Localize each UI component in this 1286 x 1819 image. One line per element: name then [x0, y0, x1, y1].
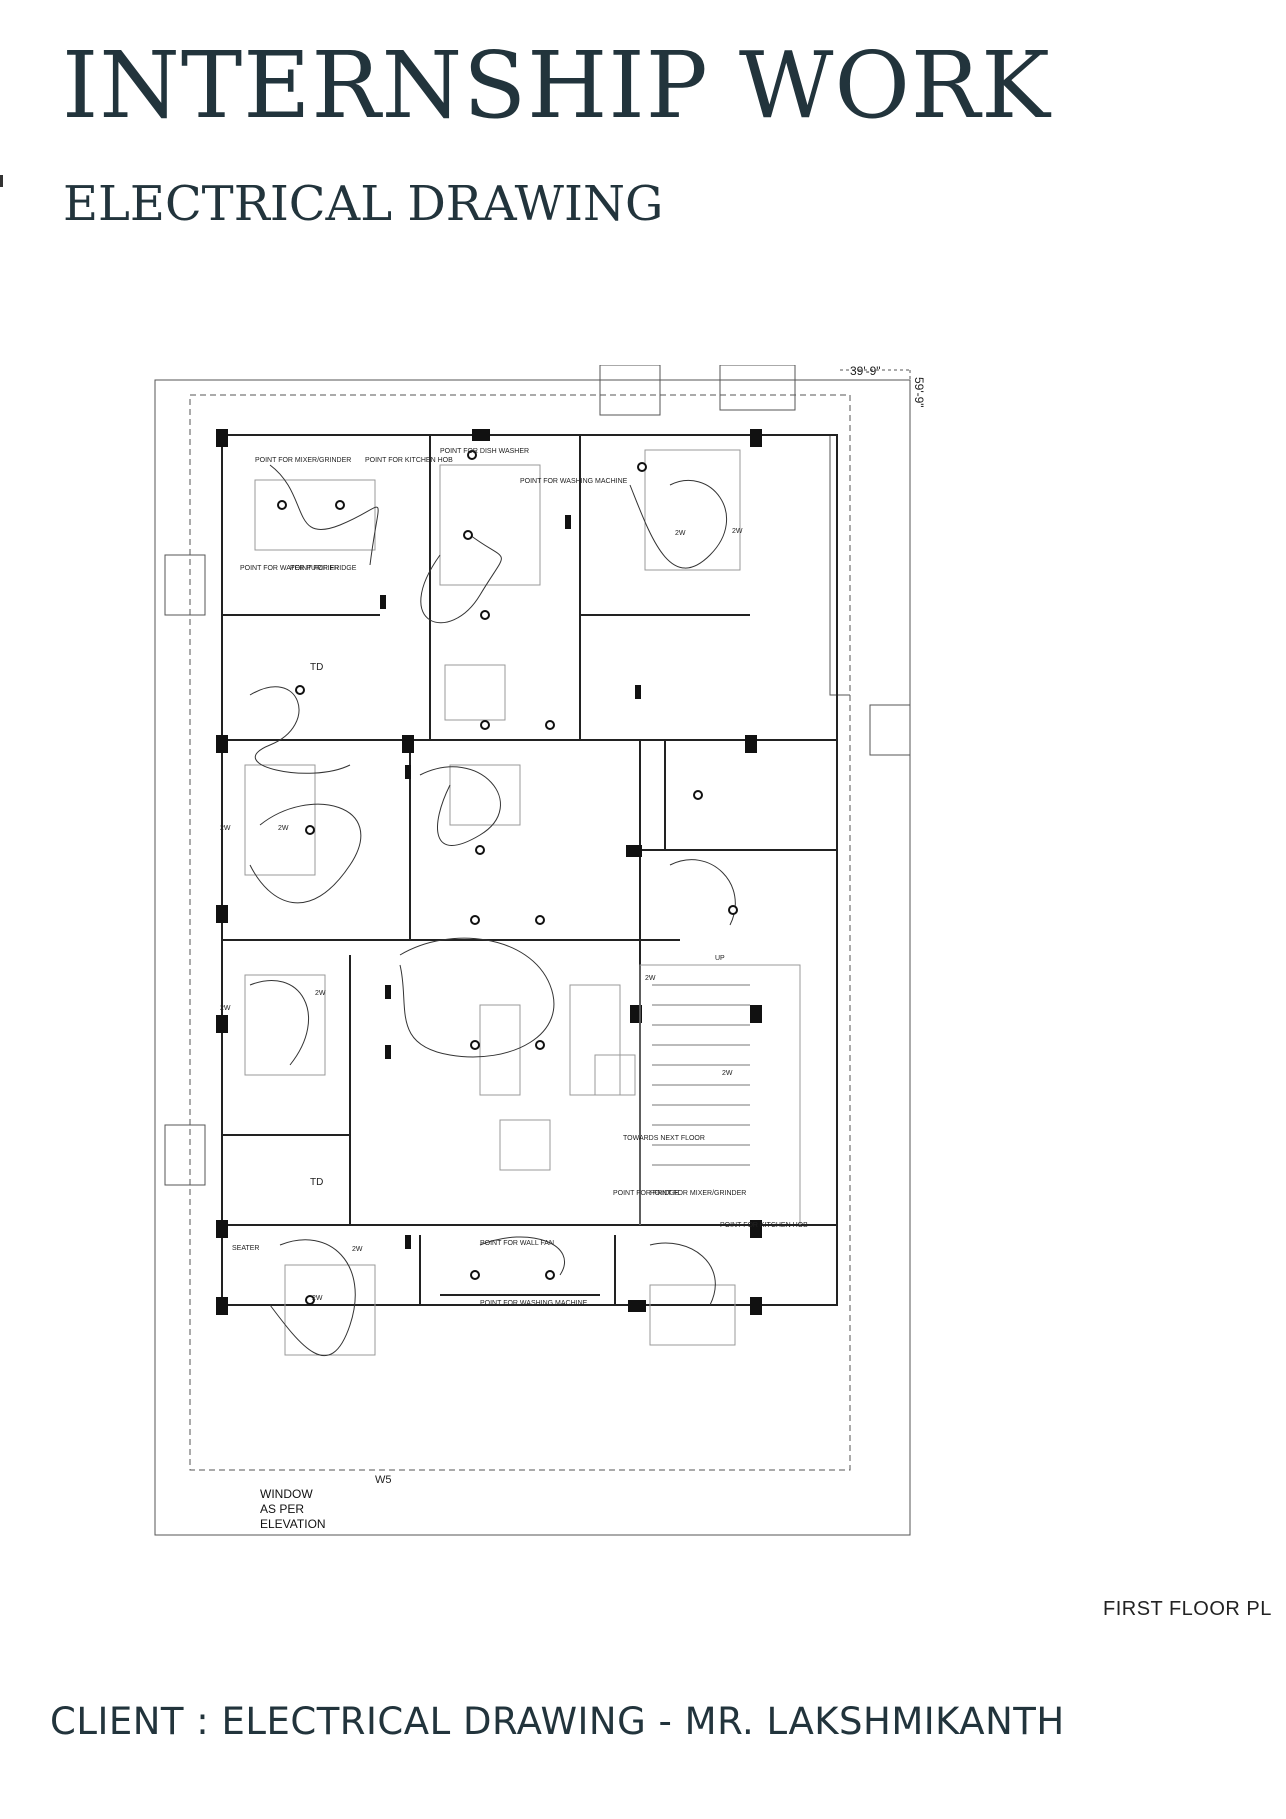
window-tag: W5 [375, 1474, 392, 1486]
switch-boards [380, 515, 641, 1249]
label-towards-next-floor: TOWARDS NEXT FLOOR [623, 1135, 705, 1142]
window-note: WINDOW AS PER ELEVATION [260, 1487, 326, 1532]
label-td-top: TD [310, 662, 323, 673]
label-2w-9: 2W [312, 1295, 323, 1302]
label-point-fridge-bottom: POINT FOR FRIDGE [613, 1190, 680, 1197]
label-point-washing-bottom: POINT FOR WASHING MACHINE [480, 1300, 588, 1307]
label-point-kitchen-hob-top: POINT FOR KITCHEN HOB [365, 457, 453, 464]
label-point-kitchen-hob-bottom: POINT FOR KITCHEN HOB [720, 1222, 808, 1229]
label-water-purifier: POINT FOR WATER PURIFIER [240, 565, 339, 572]
window-note-line-1: WINDOW [260, 1487, 313, 1501]
page-title: INTERNSHIP WORK [62, 32, 1051, 139]
label-point-mixer-bottom: POINT FOR MIXER/GRINDER [650, 1190, 746, 1197]
dim-width-label: 39'-9" [850, 365, 881, 378]
label-2w-3: 2W [220, 825, 231, 832]
window-note-line-3: ELEVATION [260, 1517, 326, 1531]
dim-depth-label: 59'-9" [912, 377, 926, 408]
furniture [244, 449, 801, 1356]
label-2w-1: 2W [675, 530, 686, 537]
label-2w-8: 2W [722, 1070, 733, 1077]
label-2w-7: 2W [645, 975, 656, 982]
label-seater: SEATER [232, 1245, 260, 1252]
margin-tick [0, 175, 3, 187]
label-2w-10: 2W [352, 1246, 363, 1253]
light-points [277, 450, 738, 1305]
wiring-curves [249, 464, 736, 1357]
floor-plan-drawing: 39'-9" 59'-9" POINT FOR MIXER/GRINDER PO… [154, 365, 926, 1536]
building-walls [221, 434, 838, 1306]
label-2w-4: 2W [278, 825, 289, 832]
label-point-dish-washer: POINT FOR DISH WASHER [440, 448, 529, 455]
label-up: UP [715, 955, 725, 962]
structural-columns [216, 429, 762, 1315]
label-point-mixer-top: POINT FOR MIXER/GRINDER [255, 457, 351, 464]
label-2w-6: 2W [220, 1005, 231, 1012]
label-point-washing-top: POINT FOR WASHING MACHINE [520, 478, 628, 485]
page-subtitle: ELECTRICAL DRAWING [63, 176, 664, 232]
plan-labels: 39'-9" 59'-9" POINT FOR MIXER/GRINDER PO… [220, 365, 926, 1486]
label-point-wall-fan: POINT FOR WALL FAN [480, 1240, 554, 1247]
label-2w-5: 2W [315, 990, 326, 997]
label-td-bottom: TD [310, 1177, 323, 1188]
plan-caption: FIRST FLOOR PL [1103, 1598, 1272, 1620]
label-2w-2: 2W [732, 528, 743, 535]
window-note-line-2: AS PER [260, 1502, 305, 1516]
plot-boundary [154, 365, 911, 1536]
staircase [652, 984, 750, 1166]
client-line: CLIENT : ELECTRICAL DRAWING - MR. LAKSHM… [50, 1700, 1065, 1743]
label-point-fridge-top: POINT FOR FRIDGE [290, 565, 357, 572]
